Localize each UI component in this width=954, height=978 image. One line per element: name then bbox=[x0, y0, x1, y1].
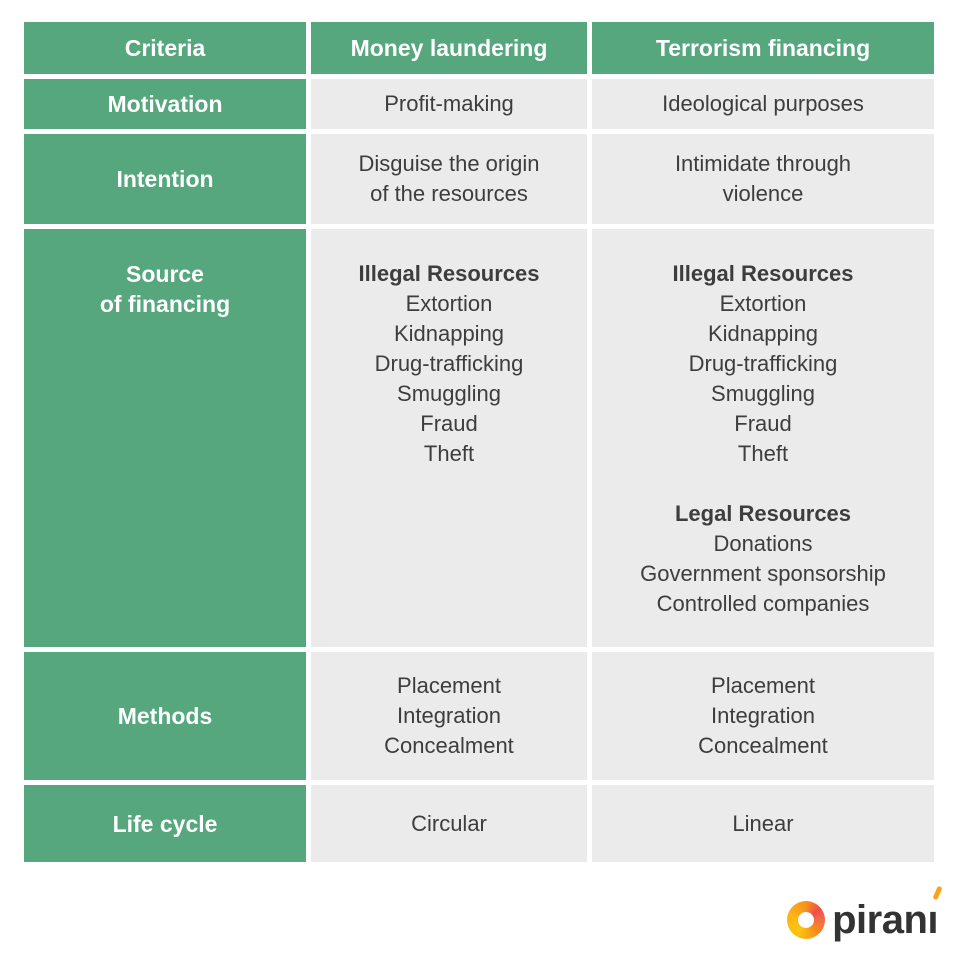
illegal-resources-items: Extortion Kidnapping Drug-trafficking Sm… bbox=[688, 291, 838, 466]
cell-motivation-money-laundering: Profit-making bbox=[311, 79, 587, 129]
cell-life-cycle-terrorism-financing: Linear bbox=[592, 785, 934, 862]
row-label-text: Methods bbox=[117, 703, 213, 729]
row-label-text: Source of financing bbox=[99, 261, 231, 317]
wordmark-accented-i: ı bbox=[927, 885, 943, 942]
pirani-logo: piranı bbox=[787, 885, 943, 942]
row-label-motivation: Motivation bbox=[24, 79, 306, 129]
legal-resources-items: Donations Government sponsorship Control… bbox=[640, 531, 886, 616]
header-cell-money-laundering: Money laundering bbox=[311, 22, 587, 74]
illegal-resources-heading: Illegal Resources bbox=[358, 261, 540, 286]
header-cell-terrorism-financing: Terrorism financing bbox=[592, 22, 934, 74]
row-label-text: Intention bbox=[116, 166, 214, 192]
row-label-life-cycle: Life cycle bbox=[24, 785, 306, 862]
cell-intention-money-laundering: Disguise the origin of the resources bbox=[311, 134, 587, 224]
header-label: Money laundering bbox=[350, 35, 548, 61]
pirani-wordmark: piranı bbox=[832, 885, 943, 942]
cell-methods-money-laundering: Placement Integration Concealment bbox=[311, 652, 587, 780]
row-label-intention: Intention bbox=[24, 134, 306, 224]
dotless-i: ı bbox=[927, 898, 938, 942]
row-label-methods: Methods bbox=[24, 652, 306, 780]
cell-text: Placement Integration Concealment bbox=[384, 673, 514, 758]
legal-resources-heading: Legal Resources bbox=[674, 501, 852, 526]
row-label-text: Motivation bbox=[107, 91, 223, 117]
cell-text: Intimidate through violence bbox=[674, 151, 852, 206]
row-label-source-of-financing: Source of financing bbox=[24, 229, 306, 647]
header-label: Criteria bbox=[124, 35, 206, 61]
comparison-table: Criteria Money laundering Terrorism fina… bbox=[24, 22, 934, 862]
row-label-text: Life cycle bbox=[112, 810, 218, 837]
pirani-ring-icon bbox=[787, 901, 826, 939]
cell-text: Ideological purposes bbox=[662, 91, 864, 116]
cell-life-cycle-money-laundering: Circular bbox=[311, 785, 587, 862]
illegal-resources-items: Extortion Kidnapping Drug-trafficking Sm… bbox=[374, 291, 524, 466]
cell-text: Circular bbox=[411, 810, 487, 836]
header-label: Terrorism financing bbox=[655, 35, 871, 61]
cell-text: Profit-making bbox=[384, 91, 514, 116]
accent-icon bbox=[932, 885, 943, 901]
header-cell-criteria: Criteria bbox=[24, 22, 306, 74]
cell-text: Placement Integration Concealment bbox=[698, 673, 828, 758]
cell-text: Linear bbox=[732, 810, 794, 836]
cell-source-terrorism-financing: Illegal Resources Extortion Kidnapping D… bbox=[592, 229, 934, 647]
cell-methods-terrorism-financing: Placement Integration Concealment bbox=[592, 652, 934, 780]
illegal-resources-heading: Illegal Resources bbox=[672, 261, 854, 286]
cell-intention-terrorism-financing: Intimidate through violence bbox=[592, 134, 934, 224]
wordmark-base: piran bbox=[832, 898, 928, 942]
cell-source-money-laundering: Illegal Resources Extortion Kidnapping D… bbox=[311, 229, 587, 647]
cell-text: Disguise the origin of the resources bbox=[358, 151, 540, 206]
cell-motivation-terrorism-financing: Ideological purposes bbox=[592, 79, 934, 129]
